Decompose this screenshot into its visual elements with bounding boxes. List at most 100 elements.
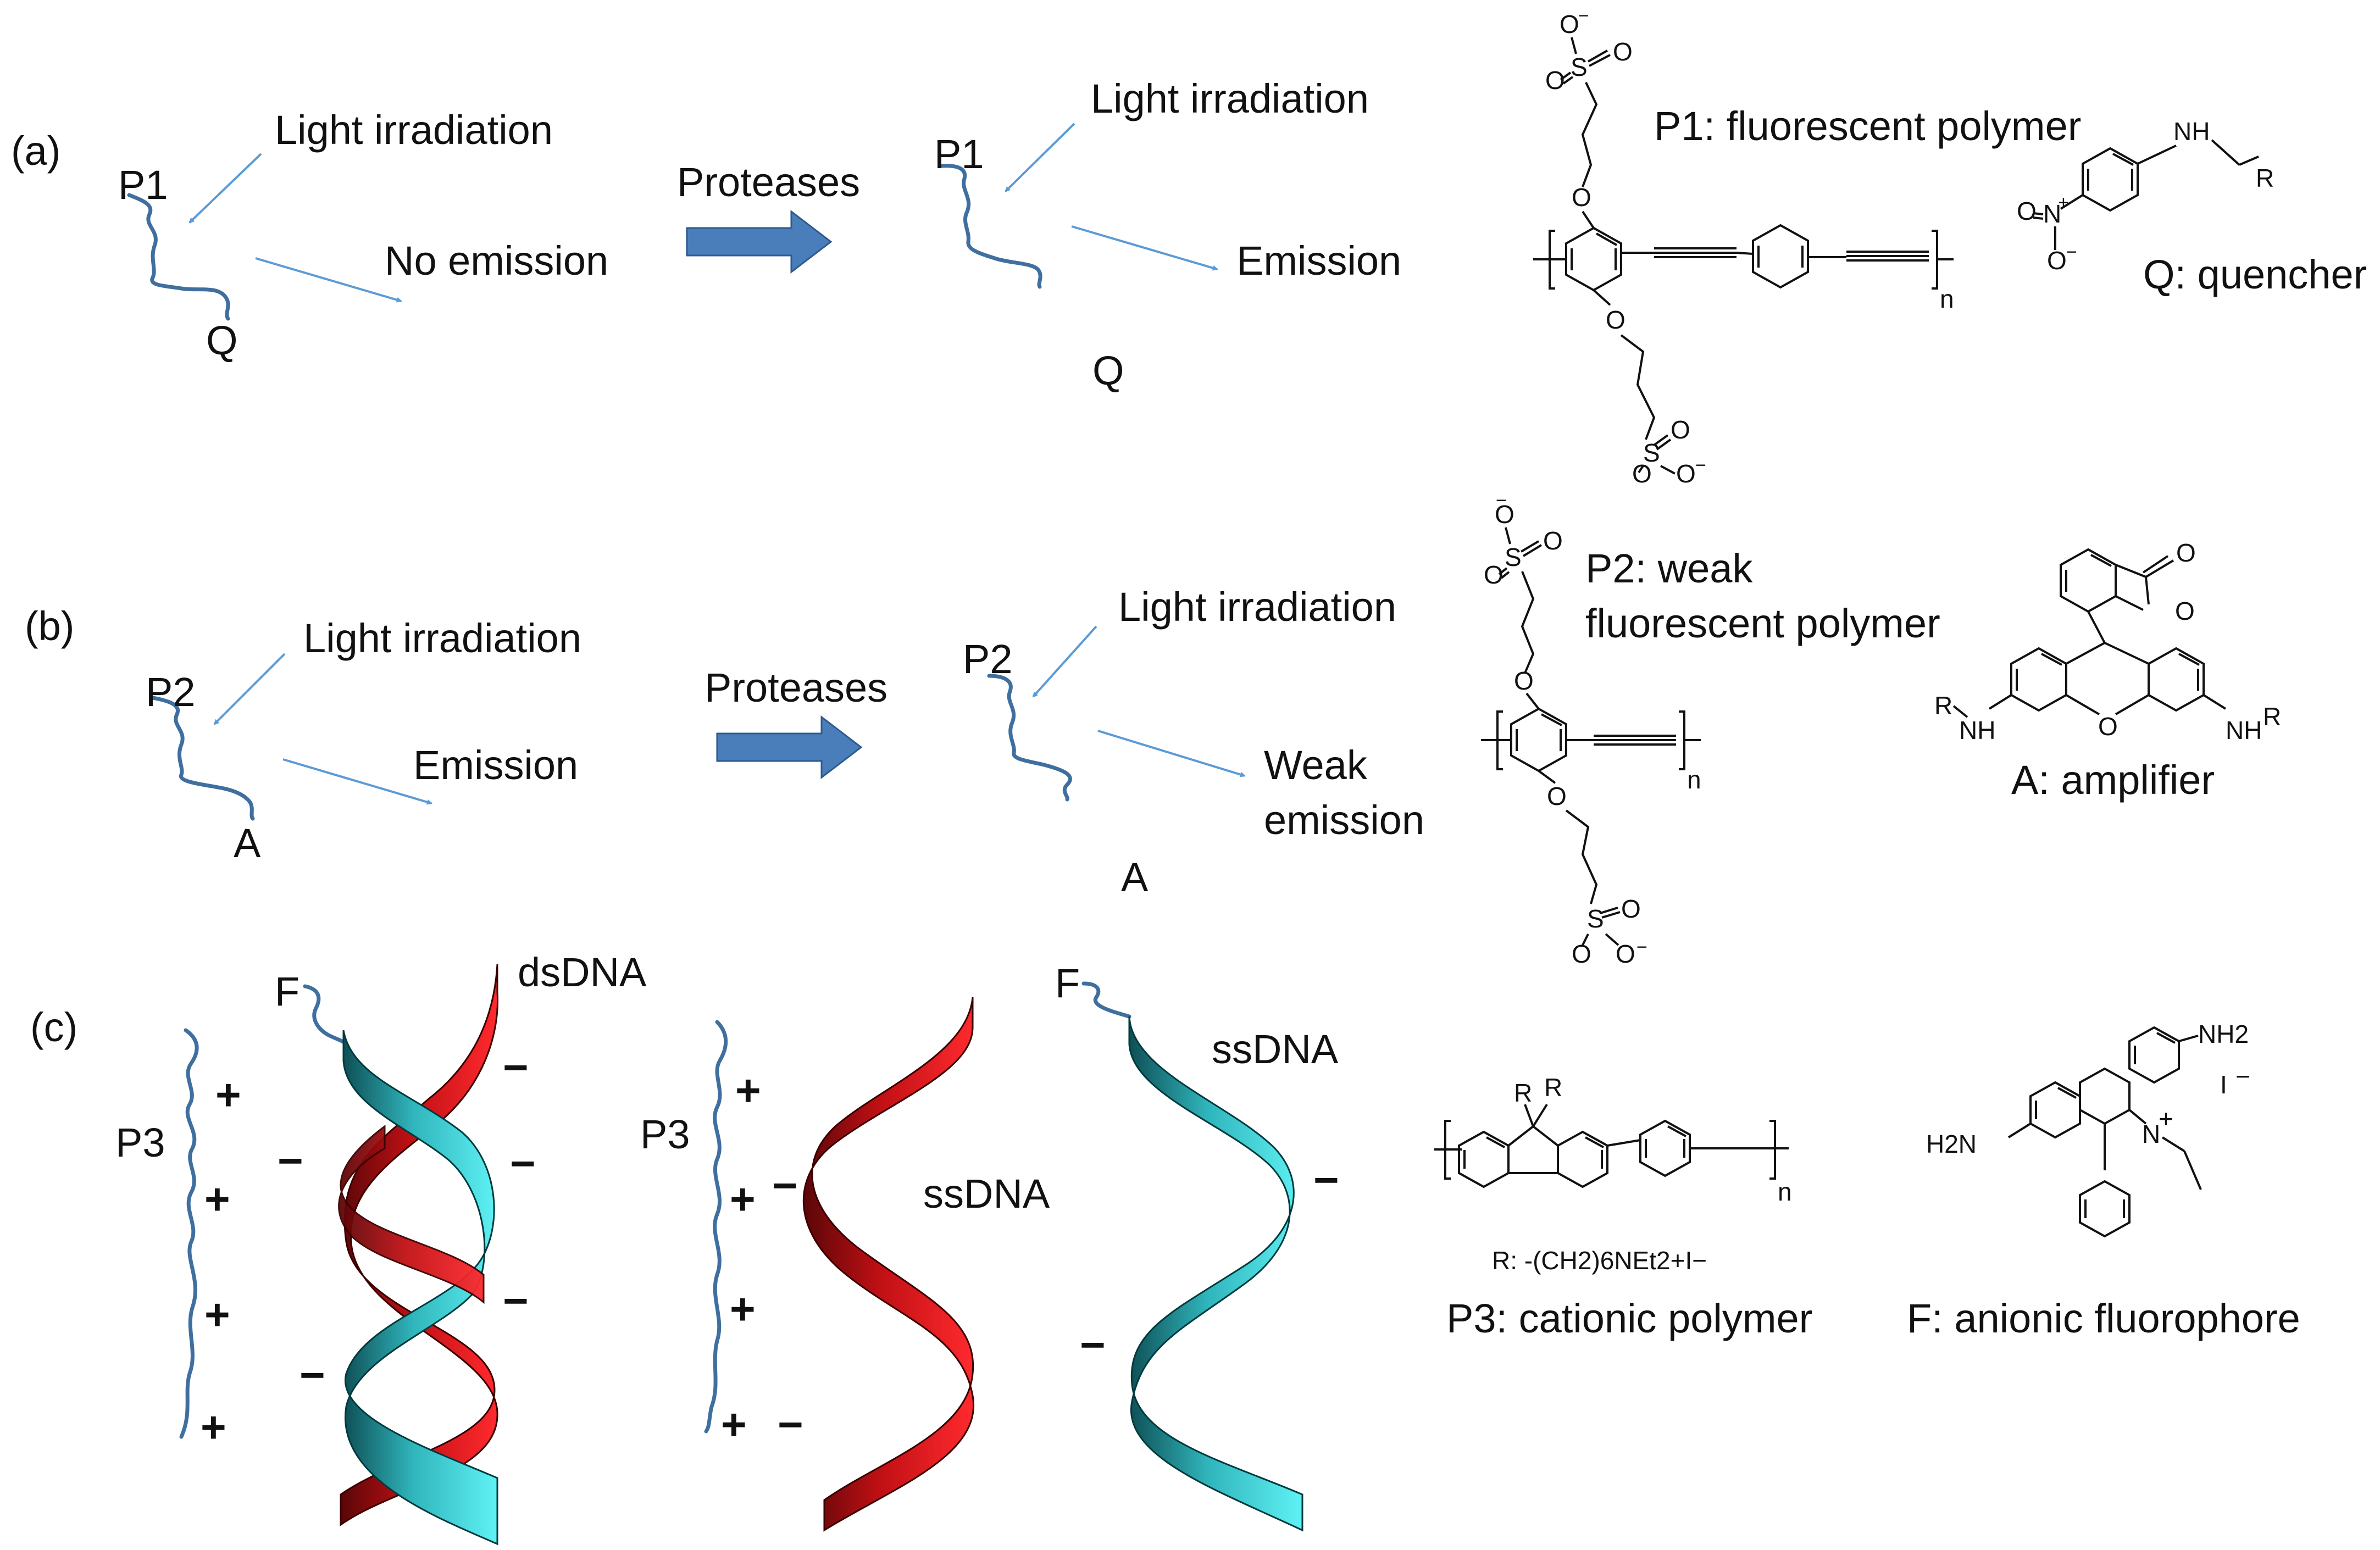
p3-structure: R R n R: -(CH2)6NEt2+I− P3: cationic pol… xyxy=(1434,1073,1812,1341)
emission-arrow-after xyxy=(1071,225,1218,271)
minus-sign: − xyxy=(1313,1155,1339,1204)
svg-text:−: − xyxy=(1496,490,1507,511)
p3-label: P3 xyxy=(115,1120,165,1165)
polymer-label: P2 xyxy=(146,669,196,715)
process-arrow xyxy=(686,209,833,274)
quencher-label-after: Q xyxy=(1092,348,1124,393)
panel-c: (c) P3 + + + + F dsDNA − − − − − P3 + + … xyxy=(30,949,2300,1546)
light-label-after: Light irradiation xyxy=(1118,584,1396,630)
emission-label: Emission xyxy=(1236,238,1401,284)
polymer-chain-after xyxy=(987,674,1072,802)
minus-sign: − xyxy=(299,1351,325,1399)
svg-text:−: − xyxy=(1578,5,1589,26)
plus-sign: + xyxy=(730,1175,756,1224)
svg-text:O: O xyxy=(1547,782,1567,810)
p1-structure: P1: fluorescent polymer O − S O O O xyxy=(1533,5,2081,488)
fluorophore-tail xyxy=(1081,981,1131,1019)
light-label: Light irradiation xyxy=(303,615,581,661)
svg-text:n: n xyxy=(1778,1177,1792,1206)
polymer-label-after: P2 xyxy=(963,636,1013,682)
no-emission-label: No emission xyxy=(385,238,608,284)
svg-text:O: O xyxy=(1606,305,1625,334)
panel-c-label: (c) xyxy=(30,1004,77,1050)
svg-text:+: + xyxy=(2159,1104,2173,1133)
svg-text:O: O xyxy=(2047,246,2067,275)
polymer-chain-after xyxy=(939,164,1042,289)
svg-text:O: O xyxy=(1613,37,1633,66)
plus-sign: + xyxy=(721,1400,747,1449)
svg-text:R: R xyxy=(2263,702,2281,731)
polymer-chain xyxy=(704,1020,728,1434)
proteases-label: Proteases xyxy=(677,159,860,205)
cyan-strand xyxy=(342,1030,498,1546)
proteases-label: Proteases xyxy=(704,665,887,710)
svg-text:O: O xyxy=(1484,560,1504,589)
svg-text:O: O xyxy=(1572,940,1591,968)
svg-text:I: I xyxy=(2220,1070,2227,1099)
svg-text:NH2: NH2 xyxy=(2198,1020,2249,1048)
svg-text:O: O xyxy=(1495,500,1514,529)
weak-emission-line2: emission xyxy=(1264,797,1424,843)
f-structure: NH2 H2N N + I − F: anionic fluorophore xyxy=(1907,1020,2300,1341)
svg-text:n: n xyxy=(1687,765,1701,794)
panel-a: (a) P1 Q Light irradiation No emission P… xyxy=(11,5,2367,488)
svg-text:NH: NH xyxy=(2226,716,2262,745)
svg-text:S: S xyxy=(1571,53,1588,81)
fluorophore-label: F xyxy=(275,969,299,1014)
svg-text:O: O xyxy=(1514,666,1534,695)
svg-text:S: S xyxy=(1587,904,1604,933)
red-strand xyxy=(338,1124,485,1304)
minus-sign: − xyxy=(772,1161,798,1210)
quencher-label: Q xyxy=(206,318,238,363)
minus-sign: − xyxy=(1080,1320,1106,1369)
f-title: F: anionic fluorophore xyxy=(1907,1296,2300,1341)
emission-label: Emission xyxy=(413,742,578,788)
dsdna-helix xyxy=(338,964,499,1546)
p2-title-line1: P2: weak xyxy=(1585,546,1753,591)
emission-arrow xyxy=(282,758,432,805)
polymer-label: P1 xyxy=(118,162,168,208)
svg-text:+: + xyxy=(2058,192,2069,213)
ssdna-label-2: ssDNA xyxy=(1212,1026,1339,1072)
plus-sign: + xyxy=(735,1066,761,1115)
light-arrow xyxy=(188,153,262,224)
polymer-chain xyxy=(151,696,255,821)
svg-text:−: − xyxy=(2066,242,2077,263)
ssdna-red-strand xyxy=(802,997,975,1532)
q-structure: NH R N + O O − Q: quencher xyxy=(2017,117,2367,297)
svg-text:NH: NH xyxy=(1959,716,1995,745)
svg-text:−: − xyxy=(1695,455,1706,476)
svg-text:−: − xyxy=(2235,1062,2250,1091)
fluorophore-tail xyxy=(303,984,348,1046)
polymer-chain xyxy=(179,1028,199,1439)
svg-text:R: R xyxy=(2256,164,2274,192)
minus-sign: − xyxy=(503,1276,529,1325)
svg-text:S: S xyxy=(1505,543,1522,571)
p3-r-group: R: -(CH2)6NEt2+I− xyxy=(1492,1246,1707,1275)
svg-text:O: O xyxy=(1676,459,1696,488)
svg-text:NH: NH xyxy=(2173,117,2210,146)
svg-text:n: n xyxy=(1940,285,1954,313)
svg-text:R: R xyxy=(1934,691,1952,720)
svg-text:H2N: H2N xyxy=(1926,1130,1977,1158)
plus-sign: + xyxy=(204,1175,230,1224)
weak-emission-line1: Weak xyxy=(1264,742,1368,788)
svg-text:O: O xyxy=(1545,66,1565,95)
polymer-chain xyxy=(127,193,230,321)
emission-arrow xyxy=(255,257,402,303)
plus-sign: + xyxy=(730,1285,756,1334)
svg-text:O: O xyxy=(2017,197,2037,225)
svg-text:−: − xyxy=(1636,937,1647,958)
amplifier-label-after: A xyxy=(1121,854,1149,900)
svg-text:O: O xyxy=(1621,895,1641,923)
p3-label: P3 xyxy=(640,1112,690,1157)
svg-text:R: R xyxy=(1514,1079,1532,1107)
light-label-after: Light irradiation xyxy=(1091,76,1369,121)
a-structure: O O O NH R NH R A: amplifier xyxy=(1934,538,2281,803)
p1-title: P1: fluorescent polymer xyxy=(1654,103,2081,149)
svg-text:O: O xyxy=(1632,459,1652,488)
plus-sign: + xyxy=(215,1070,241,1119)
panel-b-label: (b) xyxy=(25,603,74,649)
plus-sign: + xyxy=(201,1403,226,1452)
